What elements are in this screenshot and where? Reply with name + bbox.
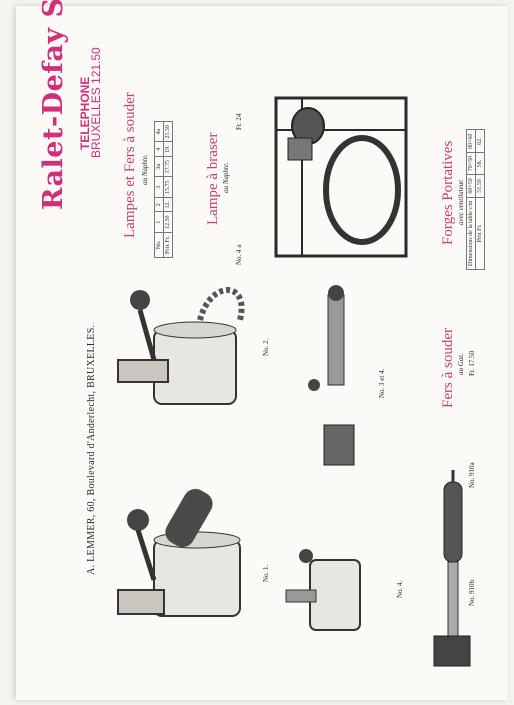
- table-cell: 51.50: [475, 174, 485, 198]
- figure-label-no2: No. 2.: [262, 338, 270, 356]
- table-cell-label: Prix Fr.: [163, 232, 173, 258]
- lampe-braser-subtitle: au Naphte.: [222, 162, 230, 193]
- lampes-fers-subtitle: au Naphte.: [141, 154, 149, 185]
- figure-label-no4: No. 4.: [396, 580, 404, 598]
- lampe-braser-title: Lampe à braser: [205, 132, 221, 225]
- table-cell: 4a: [154, 121, 164, 142]
- fers-gaz-title: Fers à souder: [440, 328, 456, 408]
- currency-label: Fr.: [165, 235, 171, 243]
- table-cell: 3a: [154, 156, 164, 177]
- table-cell-label: Prix Fr.: [475, 197, 485, 270]
- telephone-line: BRUXELLES 121.50: [89, 47, 103, 158]
- lamp-no2-illustration: [117, 287, 245, 405]
- figure-label-no1: No. 1.: [262, 564, 270, 582]
- forges-title: Forges Portatives: [440, 140, 456, 245]
- table-cell: 60×50: [466, 174, 476, 198]
- brand-name: Ralet-Defay Succʳ: [38, 0, 69, 210]
- fers-gaz-line1-price: Fr. 17.50: [468, 350, 476, 376]
- iron-no3-illustration: [308, 285, 355, 466]
- catalogue-sheet: [16, 6, 508, 700]
- table-cell: 58.: [475, 152, 485, 175]
- lampe-braser-price: Fr. 24: [235, 113, 243, 130]
- table-cell: 15.75: [163, 176, 173, 198]
- table-cell: 21.50: [163, 121, 173, 142]
- prix-label: Prix: [165, 243, 171, 254]
- lamp-no4-illustration: [285, 549, 361, 631]
- currency-label: Fr.: [477, 224, 483, 231]
- table-cell: 80×60: [466, 130, 476, 153]
- table-cell: 2: [154, 197, 164, 212]
- forge-illustration: [274, 96, 408, 258]
- table-cell-label: No.: [154, 232, 164, 258]
- table-cell-label: Dimensions de la table c/m: [466, 197, 476, 270]
- lampes-fers-title: Lampes et Fers à souder: [122, 92, 138, 238]
- table-cell: 3: [154, 176, 164, 198]
- table-cell: 12.: [163, 197, 173, 212]
- table-cell: 19.: [163, 141, 173, 157]
- table-cell: 4: [154, 141, 164, 157]
- table-cell: 12.50: [163, 211, 173, 233]
- table-cell: 62.: [475, 130, 485, 153]
- iron-gaz-illustration: [433, 470, 471, 667]
- forges-table: Dimensions de la table c/m 60×50 70×50 8…: [466, 130, 485, 271]
- table-cell: 70×50: [466, 152, 476, 175]
- table-cell: 1: [154, 211, 164, 233]
- lampe-braser-no: No. 4 a: [235, 244, 243, 265]
- prix-label: Prix: [477, 232, 483, 243]
- address-line: A. LEMMER, 60, Boulevard d'Anderlecht, B…: [86, 324, 97, 575]
- fers-gaz-subtitle: au Gaz.: [457, 353, 465, 375]
- lampes-fers-table: No. 1 2 3 3a 4 4a Prix Fr. 12.50 12. 15.…: [154, 121, 173, 258]
- lamp-no1-illustration: [117, 488, 241, 617]
- table-cell: 17.75: [163, 156, 173, 177]
- forges-subtitle: avec ventilateur.: [457, 179, 465, 225]
